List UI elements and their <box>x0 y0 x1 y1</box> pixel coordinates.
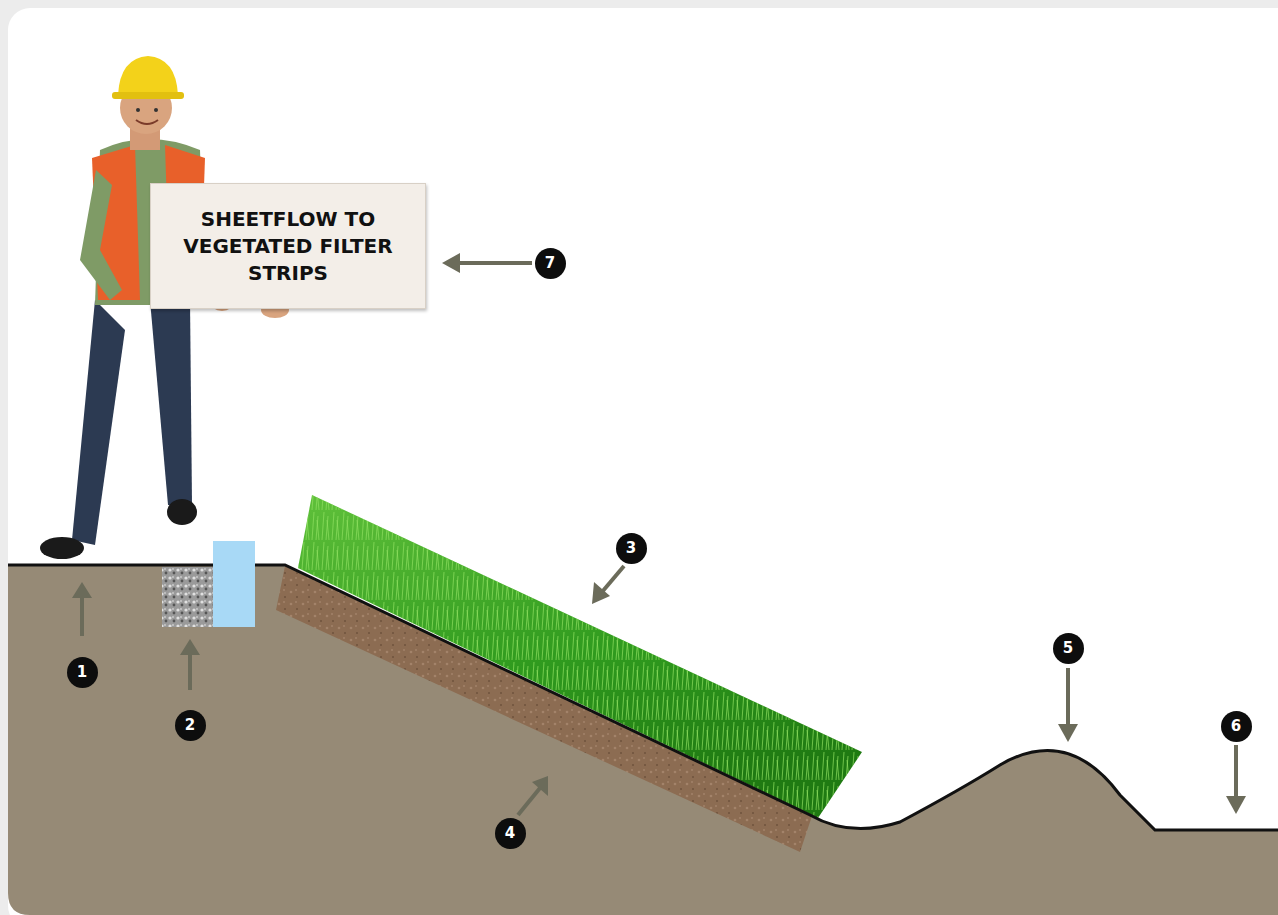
water-level <box>213 541 255 627</box>
callout-number: 2 <box>175 710 206 741</box>
grass-strip <box>298 495 862 818</box>
callout-number: 3 <box>616 533 647 564</box>
gravel-trench <box>162 567 213 627</box>
sign-text: SHEETFLOW TO VEGETATED FILTER STRIPS <box>165 206 411 287</box>
callout-number: 5 <box>1053 633 1084 664</box>
ground-line <box>8 565 1278 830</box>
sign-board: SHEETFLOW TO VEGETATED FILTER STRIPS <box>150 183 426 309</box>
leader-arrows <box>72 253 1246 815</box>
callout-number: 6 <box>1221 711 1252 742</box>
callout-number: 4 <box>495 818 526 849</box>
callout-number: 7 <box>535 248 566 279</box>
panel <box>8 8 1278 915</box>
grass-blades <box>298 495 862 818</box>
callout-number: 1 <box>67 657 98 688</box>
ground <box>8 565 1278 915</box>
